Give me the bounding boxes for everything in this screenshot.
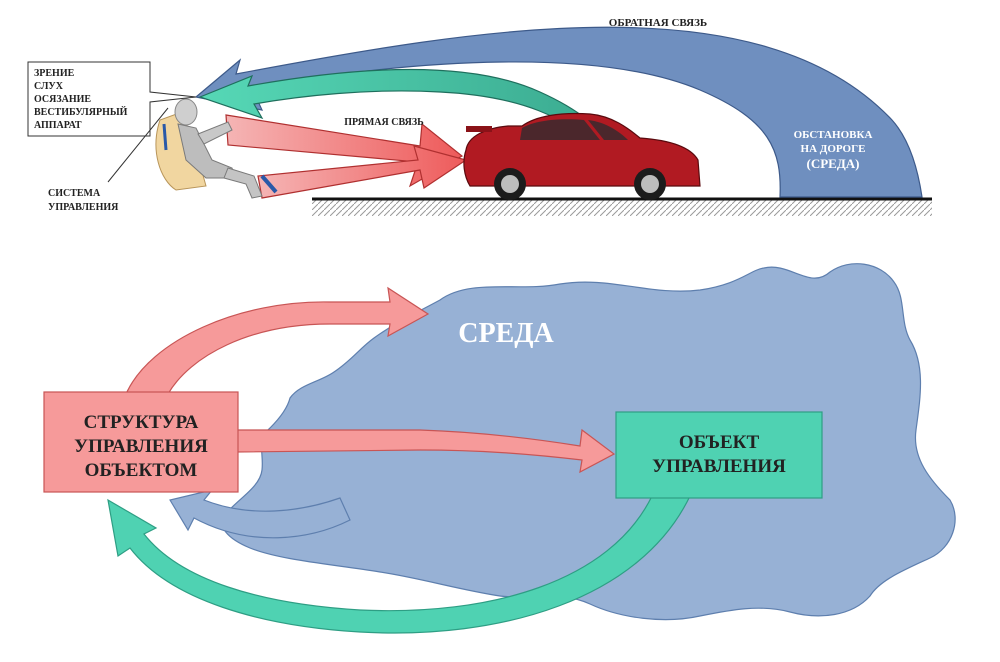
control-structure-line2: УПРАВЛЕНИЯ: [74, 436, 208, 457]
feedback-label: ОБРАТНАЯ СВЯЗЬ: [609, 17, 707, 29]
control-object-box: [615, 411, 823, 499]
forward-label: ПРЯМАЯ СВЯЗЬ: [344, 117, 424, 128]
senses-callout: [27, 61, 197, 137]
control-structure-box: [43, 391, 239, 493]
sense-vision: ЗРЕНИЕ: [34, 68, 75, 79]
control-system-line1: СИСТЕМА: [48, 188, 101, 199]
environment-line3: (СРЕДА): [807, 156, 860, 171]
control-structure-line1: СТРУКТУРА: [84, 412, 199, 433]
environment-feedback-arrow: [169, 489, 351, 539]
environment-title: СРЕДА: [458, 318, 554, 349]
environment-line2: НА ДОРОГЕ: [801, 143, 866, 155]
forward-arrow-lower: [257, 145, 468, 199]
structure-to-object-arrow: [235, 428, 616, 474]
driver-figure: [155, 98, 278, 199]
structure-to-environment-arrow: [125, 286, 430, 395]
environment-line1: ОБСТАНОВКА: [794, 129, 873, 141]
sense-touch: ОСЯЗАНИЕ: [34, 94, 91, 105]
control-system-pointer: [107, 107, 169, 183]
road-hatching: [312, 200, 932, 216]
sense-vestibular: ВЕСТИБУЛЯРНЫЙ: [34, 106, 128, 118]
control-system-line2: УПРАВЛЕНИЯ: [48, 202, 119, 213]
control-object-line1: ОБЪЕКТ: [679, 432, 760, 453]
sense-hearing: СЛУХ: [34, 81, 64, 92]
object-feedback-arrow: [107, 495, 691, 634]
sense-apparatus: АППАРАТ: [34, 120, 82, 131]
control-structure-line3: ОБЪЕКТОМ: [85, 460, 198, 481]
control-object-line2: УПРАВЛЕНИЯ: [652, 456, 786, 477]
car: [463, 112, 701, 200]
